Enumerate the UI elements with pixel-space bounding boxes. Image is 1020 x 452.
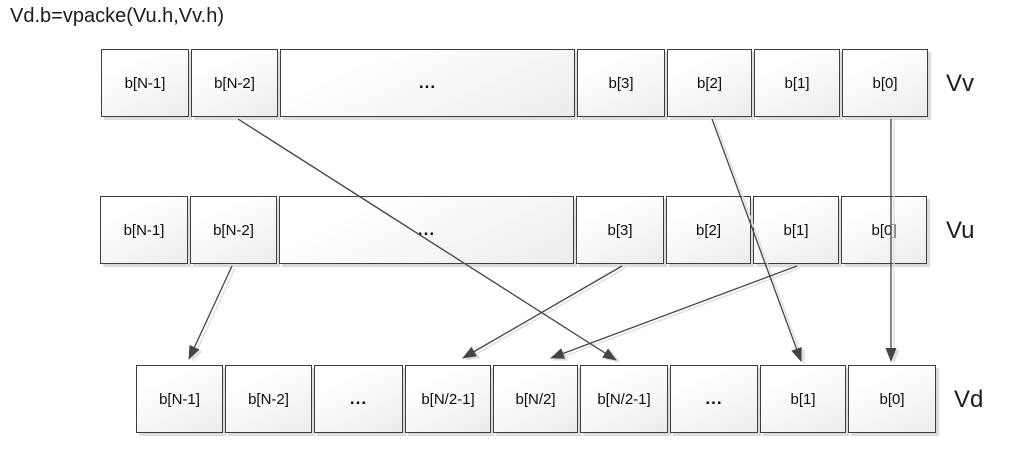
vector-cell-vu-3: b[3] [576, 196, 664, 264]
vector-row-vu: b[N-1]b[N-2]...b[3]b[2]b[1]b[0] [100, 196, 927, 264]
vector-cell-vd-5: b[N/2-1] [580, 365, 668, 433]
vector-cell-vd-7: b[1] [760, 365, 846, 433]
vector-cell-vu-6: b[0] [841, 196, 927, 264]
vector-cell-vv-1: b[N-2] [191, 49, 278, 117]
vector-cell-vv-5: b[1] [754, 49, 840, 117]
vector-cell-vv-4: b[2] [667, 49, 752, 117]
row-label-vv: Vv [946, 70, 975, 97]
vector-cell-vd-6: ... [670, 365, 758, 433]
vector-cell-vd-1: b[N-2] [225, 365, 312, 433]
vector-cell-vv-2: ... [280, 49, 575, 117]
vector-cell-vu-0: b[N-1] [100, 196, 188, 264]
vector-cell-vd-2: ... [314, 365, 403, 433]
vector-cell-vd-8: b[0] [848, 365, 936, 433]
vector-cell-vd-0: b[N-1] [136, 365, 223, 433]
vector-cell-vu-5: b[1] [753, 196, 839, 264]
vector-cell-vd-3: b[N/2-1] [405, 365, 491, 433]
vector-cell-vv-6: b[0] [842, 49, 928, 117]
vector-row-vv: b[N-1]b[N-2]...b[3]b[2]b[1]b[0] [101, 49, 928, 117]
vector-row-vd: b[N-1]b[N-2]...b[N/2-1]b[N/2]b[N/2-1]...… [136, 365, 936, 433]
vector-cell-vd-4: b[N/2] [493, 365, 578, 433]
row-label-vd: Vd [954, 386, 984, 413]
vector-cell-vu-4: b[2] [666, 196, 751, 264]
diagram-title: Vd.b=vpacke(Vu.h,Vv.h) [10, 5, 225, 27]
vector-cell-vv-0: b[N-1] [101, 49, 189, 117]
row-label-vu: Vu [946, 217, 975, 244]
vector-cell-vu-1: b[N-2] [190, 196, 277, 264]
vector-cell-vv-3: b[3] [577, 49, 665, 117]
vector-cell-vu-2: ... [279, 196, 574, 264]
